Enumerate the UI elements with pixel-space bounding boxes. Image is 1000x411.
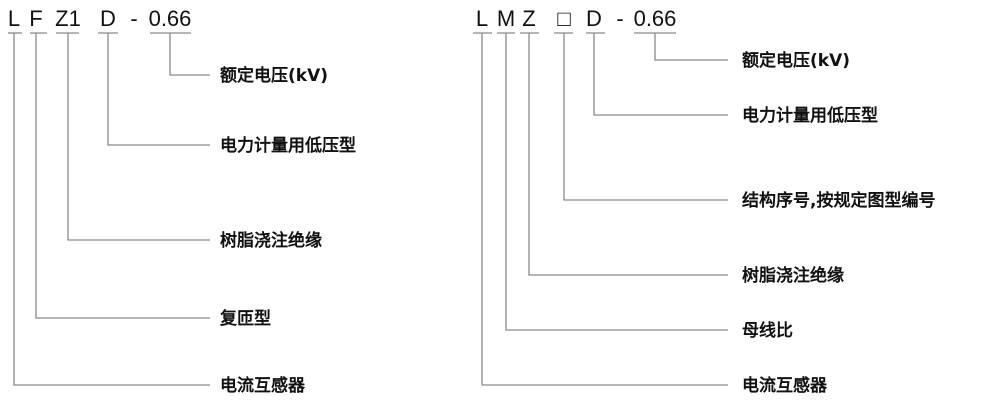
code-segment: □ bbox=[557, 6, 570, 31]
leader-line bbox=[481, 33, 728, 386]
segment-label: 母线比 bbox=[742, 320, 793, 341]
code-segment: M bbox=[497, 6, 515, 31]
leader-line bbox=[505, 33, 728, 331]
code-segment: - bbox=[616, 6, 623, 31]
segment-label: 电力计量用低压型 bbox=[220, 135, 356, 156]
code-segment: - bbox=[130, 6, 137, 31]
code-segment: Z1 bbox=[55, 6, 81, 31]
code-segment: D bbox=[586, 6, 602, 31]
segment-label: 结构序号,按规定图型编号 bbox=[742, 190, 935, 211]
code-segment: 0.66 bbox=[149, 6, 192, 31]
segment-label: 树脂浇注绝缘 bbox=[742, 265, 844, 286]
leader-line bbox=[13, 33, 210, 386]
code-segment: D bbox=[100, 6, 116, 31]
segment-label: 电流互感器 bbox=[742, 375, 828, 396]
segment-label: 复匝型 bbox=[219, 308, 271, 329]
leader-line bbox=[169, 33, 210, 76]
code-segment: 0.66 bbox=[634, 6, 677, 31]
leader-line bbox=[528, 33, 728, 276]
code-segment: F bbox=[29, 6, 42, 31]
segment-label: 额定电压(kV) bbox=[742, 50, 850, 71]
segment-label: 树脂浇注绝缘 bbox=[220, 230, 322, 251]
segment-label: 电力计量用低压型 bbox=[742, 105, 878, 126]
leader-line bbox=[35, 33, 210, 319]
leader-line bbox=[563, 33, 728, 201]
code-segment: L bbox=[476, 6, 488, 31]
leader-line bbox=[593, 33, 728, 116]
leader-line bbox=[654, 33, 728, 61]
segment-label: 额定电压(kV) bbox=[220, 65, 328, 86]
leader-line bbox=[67, 33, 210, 241]
leader-line bbox=[107, 33, 210, 146]
code-segment: L bbox=[8, 6, 20, 31]
segment-label: 电流互感器 bbox=[220, 375, 306, 396]
code-segment: Z bbox=[522, 6, 535, 31]
